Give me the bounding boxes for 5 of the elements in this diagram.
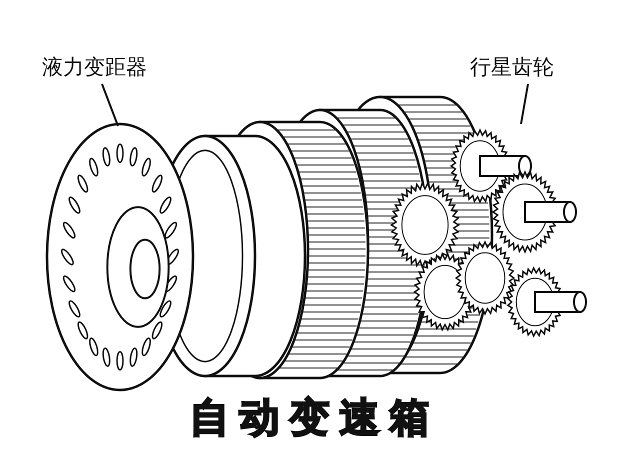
caption: 自动变速箱 [190, 395, 440, 441]
part-label: 行星齿轮 [470, 54, 570, 82]
leader-line [101, 84, 119, 126]
leader-line [520, 84, 529, 124]
part-label: 液力变距器 [42, 54, 162, 82]
